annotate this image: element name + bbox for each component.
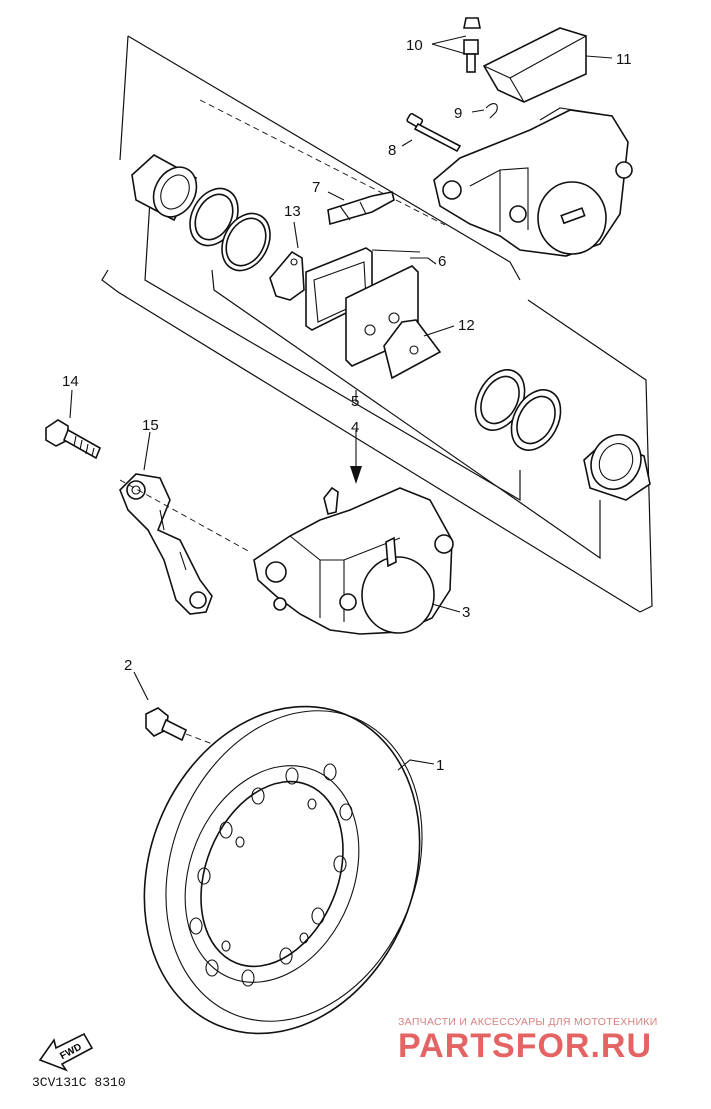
assembly-arrow bbox=[350, 430, 362, 484]
callout-13: 13 bbox=[284, 203, 301, 220]
exploded-view-frame bbox=[101, 35, 653, 613]
pad-pin-8 bbox=[406, 112, 462, 153]
bleed-screw-10 bbox=[463, 17, 481, 73]
callout-4: 4 bbox=[351, 419, 359, 436]
disc-holes bbox=[189, 763, 353, 987]
callout-numbers: 1 2 3 4 5 6 7 8 9 10 11 12 13 14 15 bbox=[62, 37, 632, 774]
bolt-14 bbox=[45, 419, 102, 460]
callout-leaders bbox=[69, 35, 613, 771]
callout-1: 1 bbox=[436, 757, 444, 774]
callout-3: 3 bbox=[462, 604, 470, 621]
callout-15: 15 bbox=[142, 417, 159, 434]
seal-ring-upper-small bbox=[221, 212, 271, 272]
pad-shim-13 bbox=[269, 250, 305, 301]
watermark: ЗАПЧАСТИ И АКСЕССУАРЫ ДЛЯ МОТОТЕХНИКИ PA… bbox=[398, 1016, 698, 1064]
callout-10: 10 bbox=[406, 37, 423, 54]
caliper-bracket-15 bbox=[119, 473, 213, 615]
seal-ring-lower-large bbox=[474, 369, 526, 431]
brake-disc-1 bbox=[143, 705, 423, 1035]
seal-ring-lower-small bbox=[510, 389, 562, 451]
reference-code: 3CV131C 8310 bbox=[32, 1075, 126, 1090]
callout-8: 8 bbox=[388, 142, 396, 159]
callout-2: 2 bbox=[124, 657, 132, 674]
callout-9: 9 bbox=[454, 105, 462, 122]
clip-9 bbox=[485, 103, 498, 119]
watermark-caption: ЗАПЧАСТИ И АКСЕССУАРЫ ДЛЯ МОТОТЕХНИКИ bbox=[398, 1016, 658, 1028]
caliper-body-upper bbox=[433, 107, 633, 257]
pad-spring-7 bbox=[327, 191, 395, 226]
caliper-assembly-3 bbox=[119, 479, 454, 635]
callout-6: 6 bbox=[438, 253, 446, 270]
pad-cover-11 bbox=[482, 27, 587, 103]
forward-arrow-icon: FWD bbox=[38, 1032, 94, 1072]
callout-14: 14 bbox=[62, 373, 79, 390]
callout-11: 11 bbox=[616, 51, 632, 68]
callout-5: 5 bbox=[351, 393, 359, 410]
callout-7: 7 bbox=[312, 179, 320, 196]
watermark-logo: PARTSFOR.RU bbox=[398, 1027, 653, 1065]
piston-lower bbox=[583, 434, 651, 501]
piston-upper bbox=[131, 154, 198, 222]
callout-12: 12 bbox=[458, 317, 475, 334]
pad-shim-12 bbox=[383, 319, 442, 380]
